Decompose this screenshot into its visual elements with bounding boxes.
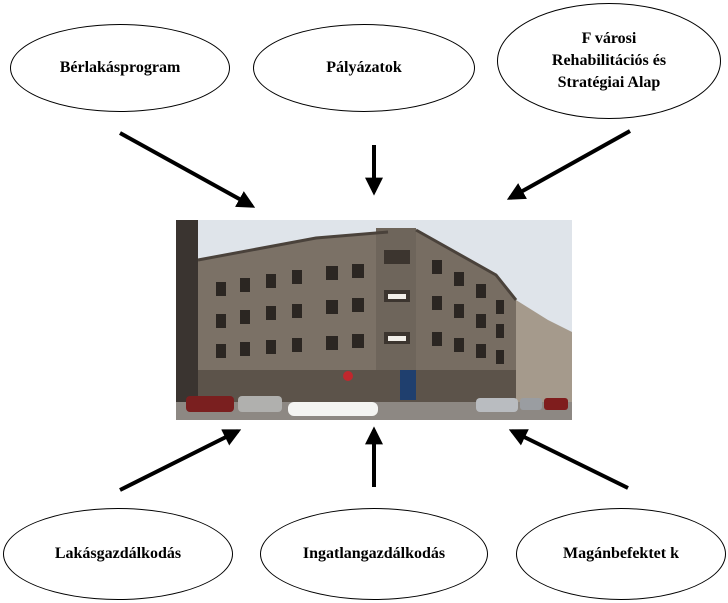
node-maganbefektetok: Magánbefektet k (516, 508, 726, 600)
building-photo (176, 220, 572, 420)
node-palyazatok: Pályázatok (253, 24, 475, 112)
node-ingatlangazdalkodas: Ingatlangazdálkodás (260, 508, 488, 600)
node-label: Pályázatok (326, 59, 402, 76)
arrow-top-left (119, 131, 256, 208)
arrow-bottom-right (508, 429, 629, 490)
node-label: Ingatlangazdálkodás (302, 545, 446, 562)
node-label: F városi Rehabilitációs és Stratégiai Al… (551, 30, 667, 91)
arrow-top-right (506, 129, 631, 200)
node-label: Bérlakásprogram (59, 59, 181, 76)
arrow-bottom-left (119, 429, 242, 492)
building-illustration (176, 220, 572, 420)
node-label: Lakásgazdálkodás (54, 545, 182, 562)
node-lakasgazdalkodas: Lakásgazdálkodás (3, 508, 233, 600)
node-fovarosi-alap: F városi Rehabilitációs és Stratégiai Al… (497, 3, 721, 119)
node-label: Magánbefektet k (563, 545, 679, 562)
node-berlakasprogram: Bérlakásprogram (10, 24, 230, 112)
